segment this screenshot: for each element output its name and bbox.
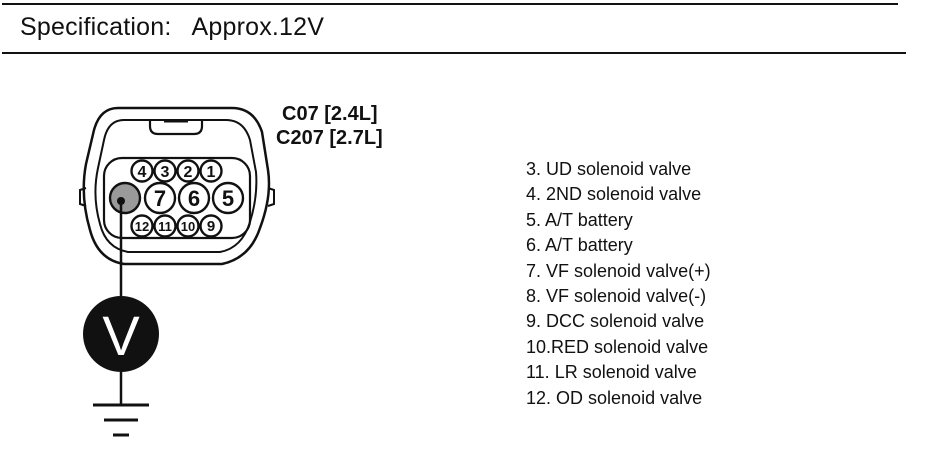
specification-label: Specification:	[20, 13, 172, 41]
pin-6-label: 6	[188, 186, 200, 211]
legend-item: 4. 2ND solenoid valve	[526, 184, 702, 205]
header-bottom-rule	[2, 52, 906, 54]
pin-2	[176, 159, 200, 183]
specification-value: Approx.12V	[191, 13, 325, 41]
legend-item: 10.RED solenoid valve	[526, 336, 709, 357]
pin-4	[130, 159, 154, 183]
pin-10	[176, 214, 200, 238]
pin-4-label: 4	[138, 164, 147, 181]
connector-left-ear	[79, 187, 87, 207]
pin-8	[108, 181, 142, 215]
pin-12-label: 12	[135, 219, 149, 234]
connector-code-2-7l: C207 [2.7L]	[276, 127, 383, 149]
legend-item: 9. DCC solenoid valve	[526, 311, 705, 332]
pin-6	[177, 181, 211, 215]
pin-5-label: 5	[222, 186, 234, 211]
legend-item: 6. A/T battery	[526, 235, 633, 256]
pin-7	[143, 181, 177, 215]
legend-item: 12. OD solenoid valve	[526, 387, 703, 408]
pin-5	[211, 181, 245, 215]
pin-11	[153, 214, 177, 238]
pin-1-label: 1	[207, 164, 216, 181]
locking-tab-icon	[148, 120, 204, 136]
pin-7-label: 7	[154, 186, 166, 211]
specification-line: Specification: Approx.12V	[20, 13, 324, 42]
legend-item: 8. VF solenoid valve(-)	[526, 286, 707, 307]
connector-housing-outer	[82, 106, 271, 266]
legend-item: 5. A/T battery	[526, 209, 633, 230]
pin-9	[199, 214, 223, 238]
bottom-row-pins: 12 11 10 9	[130, 214, 223, 238]
top-rule	[2, 3, 898, 5]
pin-10-label: 10	[181, 219, 195, 234]
pin-cavity	[102, 156, 252, 240]
legend-item: 11. LR solenoid valve	[526, 362, 697, 383]
pin-11-label: 11	[158, 219, 172, 234]
pin-9-label: 9	[207, 218, 215, 235]
pin-3	[153, 159, 177, 183]
voltmeter-symbol: V	[102, 304, 140, 367]
top-row-pins: 4 3 2 1	[130, 159, 223, 183]
pin-12	[130, 214, 154, 238]
connector-code-2-4l: C07 [2.4L]	[282, 103, 378, 125]
connector-right-ear	[267, 187, 275, 207]
pin-3-label: 3	[161, 164, 170, 181]
pin-1	[199, 159, 223, 183]
ground-icon	[93, 403, 149, 437]
legend-item: 7. VF solenoid valve(+)	[526, 260, 711, 281]
connector-housing-inner	[94, 119, 258, 253]
voltmeter-icon	[83, 296, 159, 372]
pin-2-label: 2	[184, 164, 193, 181]
middle-row-pins: 7 6 5	[108, 181, 245, 215]
pin-legend: 3. UD solenoid valve 4. 2ND solenoid val…	[526, 157, 711, 411]
connector-codes: C07 [2.4L] C207 [2.7L]	[276, 102, 383, 150]
legend-item: 3. UD solenoid valve	[526, 159, 692, 179]
